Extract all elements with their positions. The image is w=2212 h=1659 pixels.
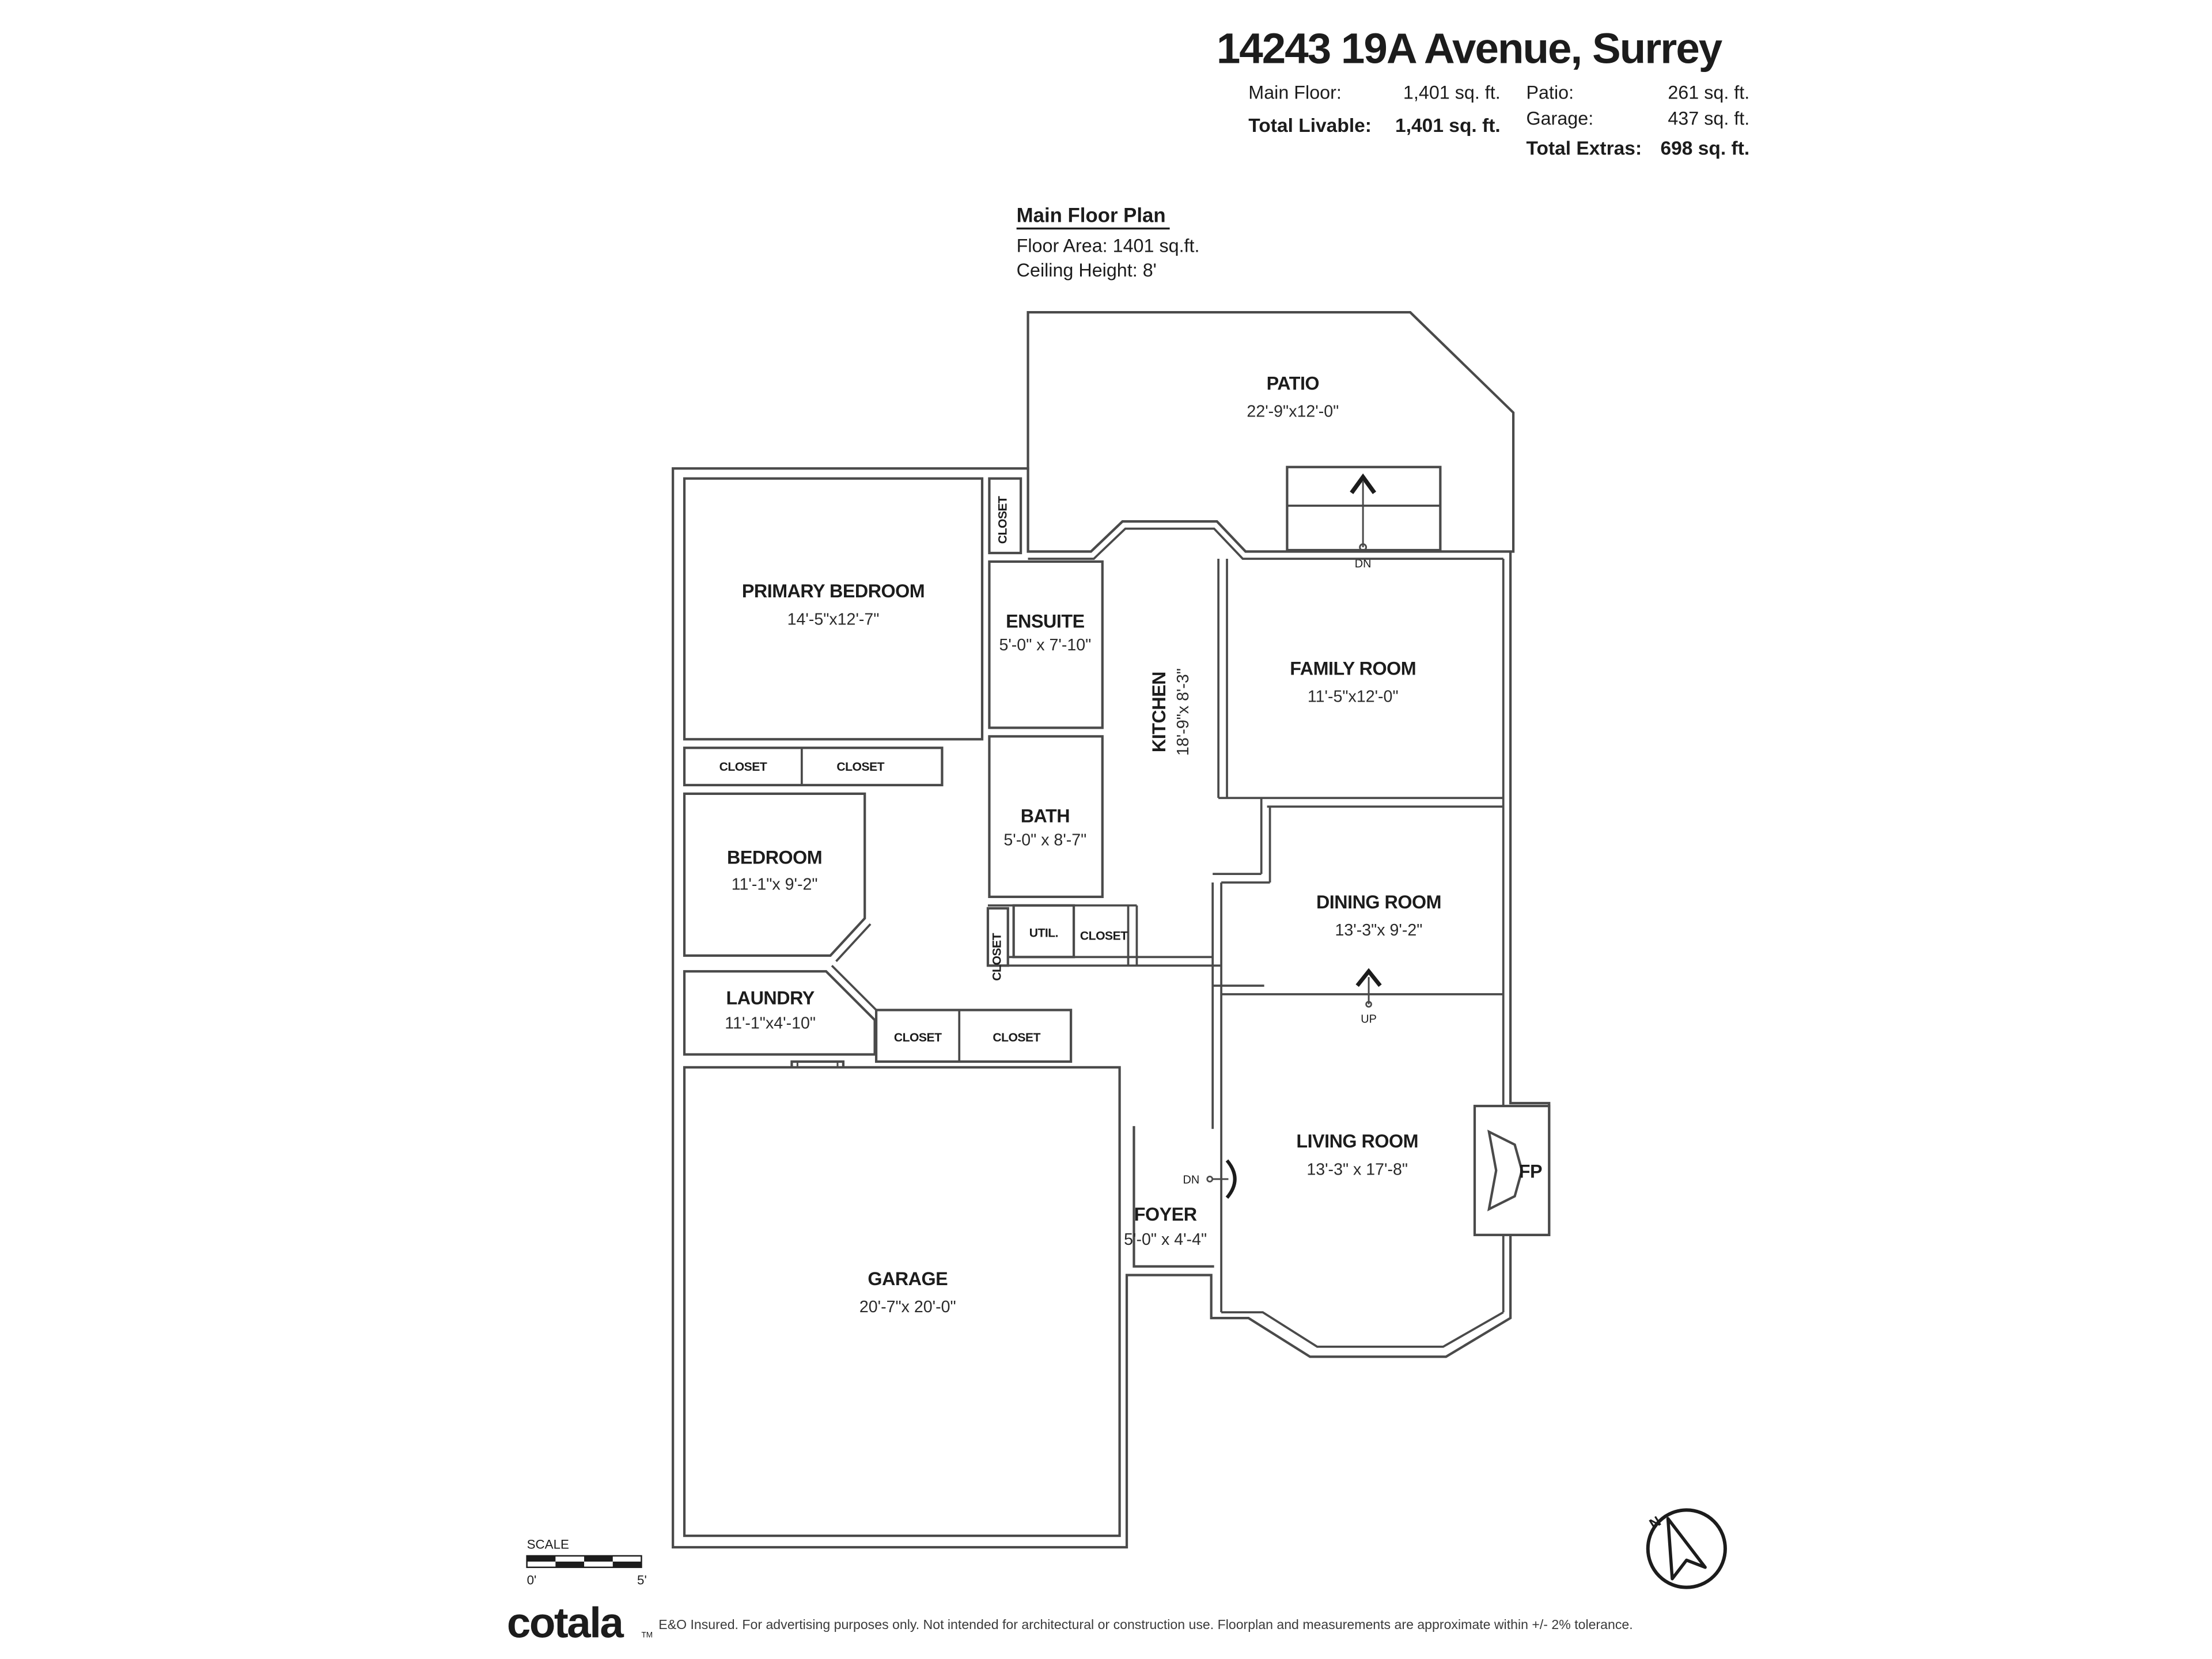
- room-util: [1012, 904, 1075, 959]
- total-livable-label: Total Livable:: [1248, 115, 1372, 137]
- total-extras-value: 698 sq. ft.: [1661, 138, 1750, 160]
- compass: N: [1646, 1508, 1727, 1589]
- floorplan-drawing: DN DN: [672, 311, 1551, 1549]
- room-dining-dims: 13'-3"x 9'-2": [1335, 921, 1423, 940]
- room-laundry-label: LAUNDRY: [726, 987, 815, 1008]
- fireplace-firebox-icon: [1487, 1129, 1524, 1211]
- door-hinge-icon: [1206, 1175, 1214, 1183]
- main-floor-value: 1,401 sq. ft.: [1403, 82, 1501, 103]
- scale-bar-seg-1: [527, 1555, 556, 1562]
- room-foyer-outline: [1132, 1126, 1214, 1268]
- hall-diagonal-wall-2: [831, 964, 881, 1016]
- patio-area-value: 261 sq. ft.: [1668, 82, 1749, 103]
- compass-circle-icon: [1646, 1508, 1727, 1589]
- garage-area-label: Garage:: [1526, 108, 1593, 128]
- room-ensuite-dims: 5'-0" x 7'-10": [999, 636, 1091, 654]
- closet-top-strip: [988, 477, 1022, 555]
- room-bath-dims: 5'-0" x 8'-7": [1003, 831, 1086, 849]
- util-label: UTIL.: [1029, 927, 1058, 940]
- room-primary-label: PRIMARY BEDROOM: [742, 581, 925, 601]
- closet-hall-label-0: CLOSET: [1080, 929, 1128, 942]
- closet-primary-label-2: CLOSET: [836, 760, 884, 774]
- patio-area-label: Patio:: [1526, 82, 1574, 103]
- disclaimer-text: E&O Insured. For advertising purposes on…: [658, 1617, 1633, 1632]
- room-garage-dims: 20'-7"x 20'-0": [859, 1298, 956, 1316]
- room-living-label: LIVING ROOM: [1296, 1131, 1418, 1152]
- room-foyer-dims: 5'-0" x 4'-4": [1124, 1230, 1207, 1249]
- scale-bar-seg-3: [584, 1555, 613, 1562]
- room-laundry: [683, 970, 876, 1056]
- plan-floor-area: Floor Area: 1401 sq.ft.: [1017, 236, 1200, 256]
- scale-bar-seg-2: [555, 1561, 585, 1567]
- up-stairs: UP: [1355, 968, 1382, 1026]
- room-patio-dims: 22'-9"x12'-0": [1247, 403, 1339, 421]
- room-kitchen-label-group: KITCHEN 18'-9"x 8'-3": [1149, 668, 1192, 756]
- wall-inner-top: [1028, 527, 1503, 560]
- patio-stair-arrow-head-icon: [1350, 473, 1377, 494]
- closet-top-label: CLOSET: [996, 496, 1009, 544]
- closet-row-primary: [683, 747, 944, 787]
- room-garage-label: GARAGE: [868, 1268, 948, 1289]
- room-family-label: FAMILY ROOM: [1290, 658, 1416, 679]
- room-bath: [988, 735, 1104, 899]
- up-arrow-head-icon: [1355, 968, 1382, 987]
- door-dn-label: DN: [1183, 1173, 1200, 1186]
- bay-window-inner: [1221, 1311, 1504, 1348]
- patio-stair-dn-label: DN: [1355, 558, 1372, 570]
- closet-hall-label-1: CLOSET: [894, 1031, 942, 1044]
- scale-end: 5': [637, 1573, 647, 1588]
- closet-mid-label-group: CLOSET: [990, 933, 1003, 980]
- cotala-logo: cotala: [507, 1599, 624, 1647]
- closet-primary-label-1: CLOSET: [719, 760, 767, 774]
- room-ensuite: [988, 560, 1104, 729]
- compass-n-label: N: [1646, 1513, 1664, 1532]
- room-ensuite-label: ENSUITE: [1006, 611, 1085, 631]
- room-family-dims: 11'-5"x12'-0": [1308, 688, 1399, 706]
- room-primary-bedroom: [683, 477, 984, 741]
- closet-hall-label-2: CLOSET: [993, 1031, 1040, 1044]
- room-bedroom-dims: 11'-1"x 9'-2": [732, 875, 818, 893]
- scale-start: 0': [527, 1573, 537, 1588]
- patio-stairs: [1286, 465, 1442, 552]
- footer: SCALE 0' 5' cotala TM E&O Insured. For a…: [507, 1508, 1727, 1647]
- scale-bar: SCALE 0' 5': [526, 1537, 647, 1588]
- room-foyer-label: FOYER: [1134, 1204, 1197, 1225]
- up-label: UP: [1361, 1013, 1377, 1026]
- plan-title: Main Floor Plan: [1017, 204, 1166, 226]
- front-door: DN: [1183, 1159, 1237, 1199]
- total-livable-value: 1,401 sq. ft.: [1395, 115, 1501, 137]
- fireplace-label: FP: [1519, 1161, 1542, 1181]
- header: 14243 19A Avenue, Surrey Main Floor: 1,4…: [1217, 24, 1749, 159]
- closet-mid-strip: [986, 907, 1009, 967]
- total-extras-label: Total Extras:: [1526, 138, 1642, 160]
- hall-diagonal-wall-1: [835, 923, 872, 963]
- scale-label: SCALE: [527, 1537, 569, 1551]
- room-garage: [683, 1066, 1121, 1537]
- room-laundry-dims: 11'-1"x4'-10": [725, 1014, 816, 1033]
- closet-top-label-group: CLOSET: [996, 496, 1009, 544]
- room-patio-label: PATIO: [1267, 373, 1319, 393]
- door-swing-arc-icon: [1225, 1159, 1237, 1199]
- room-living-dims: 13'-3" x 17'-8": [1306, 1160, 1408, 1179]
- room-bath-label: BATH: [1021, 806, 1070, 827]
- main-floor-label: Main Floor:: [1248, 82, 1342, 103]
- cotala-trademark: TM: [641, 1631, 653, 1639]
- fireplace: FP: [1473, 1104, 1551, 1236]
- room-kitchen-dims: 18'-9"x 8'-3": [1174, 668, 1192, 756]
- garage-area-value: 437 sq. ft.: [1668, 108, 1749, 128]
- room-bedroom: [683, 792, 866, 957]
- plan-ceiling-height: Ceiling Height: 8': [1017, 260, 1157, 281]
- room-primary-dims: 14'-5"x12'-7": [787, 610, 880, 628]
- room-bedroom-label: BEDROOM: [727, 847, 822, 868]
- scale-bar-seg-4: [612, 1561, 642, 1567]
- plan-info: Main Floor Plan Floor Area: 1401 sq.ft. …: [1017, 204, 1200, 281]
- compass-arrow-icon: [1666, 1517, 1707, 1581]
- page-title: 14243 19A Avenue, Surrey: [1217, 24, 1723, 72]
- fireplace-box: [1473, 1104, 1551, 1236]
- room-kitchen-label: KITCHEN: [1149, 672, 1169, 752]
- closet-row-hall: [874, 1009, 1073, 1063]
- room-dining-label: DINING ROOM: [1316, 892, 1441, 912]
- closet-mid-label: CLOSET: [990, 933, 1003, 980]
